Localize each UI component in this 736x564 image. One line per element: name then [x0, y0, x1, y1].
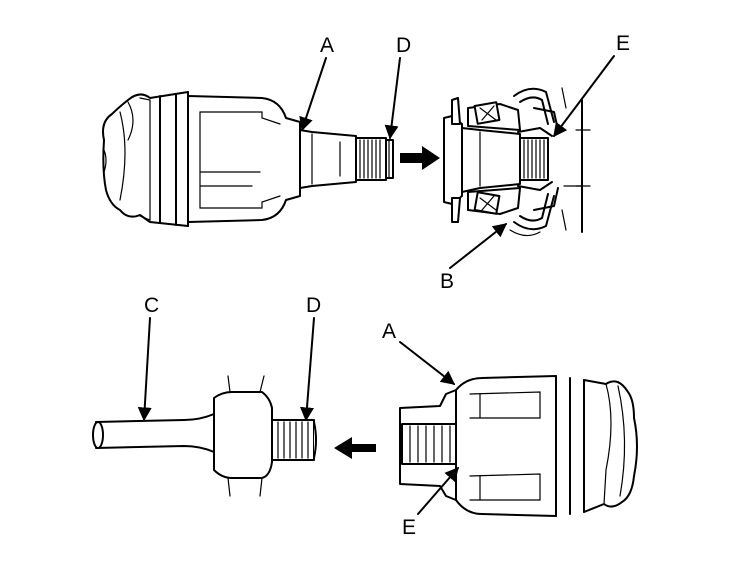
bottom-driveshaft	[95, 413, 215, 453]
leader-bottom-a	[399, 341, 456, 385]
label-top-b: B	[440, 270, 454, 293]
top-boot	[102, 91, 189, 227]
bottom-outboard-joint	[399, 375, 638, 517]
label-bottom-a: A	[382, 320, 396, 343]
top-joint-housing	[187, 95, 301, 223]
bottom-joint-spline	[401, 423, 465, 465]
label-top-d: D	[396, 34, 411, 57]
top-driveshaft-assembly	[102, 91, 394, 227]
leader-bottom-c	[137, 317, 152, 422]
top-spline	[355, 137, 387, 181]
leader-top-e	[553, 55, 615, 138]
label-top-e: E	[616, 32, 630, 55]
bottom-direction-arrow	[334, 437, 376, 459]
knuckle-hub-section	[443, 87, 591, 237]
bottom-driveshaft-assembly	[92, 375, 317, 497]
leader-bottom-e	[417, 466, 459, 515]
bottom-spider-boss	[213, 391, 273, 479]
label-bottom-d: D	[306, 294, 321, 317]
leader-bottom-d	[300, 317, 315, 422]
label-bottom-e: E	[402, 516, 416, 539]
leader-top-a	[299, 57, 327, 132]
bottom-boot	[583, 379, 638, 513]
top-direction-arrow	[400, 146, 440, 170]
top-stub-shaft	[299, 129, 357, 189]
bottom-joint-housing	[455, 375, 557, 517]
leader-top-d	[384, 57, 401, 140]
leader-top-b	[449, 223, 508, 269]
label-bottom-c: C	[144, 294, 159, 317]
label-top-a: A	[320, 34, 334, 57]
